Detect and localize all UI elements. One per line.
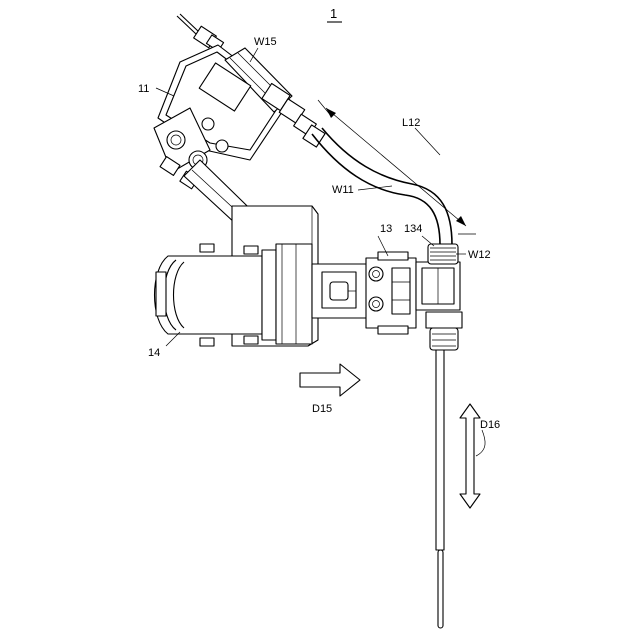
figure-number: 1 xyxy=(327,6,342,22)
label-l12: L12 xyxy=(402,117,420,129)
coupling-block xyxy=(312,264,370,318)
probe-shaft xyxy=(436,350,444,628)
label-14: 14 xyxy=(148,347,160,359)
label-w12: W12 xyxy=(468,249,491,261)
motor-14 xyxy=(155,244,313,346)
bellows-w12 xyxy=(428,244,458,264)
arrow-d15 xyxy=(300,364,360,396)
upper-arm-unit xyxy=(154,14,325,189)
label-134: 134 xyxy=(404,223,422,235)
label-w11: W11 xyxy=(332,184,354,196)
label-11: 11 xyxy=(138,83,149,95)
arrow-d16 xyxy=(460,404,480,508)
label-d16: D16 xyxy=(480,419,500,431)
dimension-l12 xyxy=(318,100,476,234)
nozzle-holder xyxy=(426,312,462,350)
label-w15: W15 xyxy=(254,36,277,48)
figure-number-text: 1 xyxy=(330,6,337,21)
label-d15: D15 xyxy=(312,403,332,415)
label-13: 13 xyxy=(380,223,392,235)
